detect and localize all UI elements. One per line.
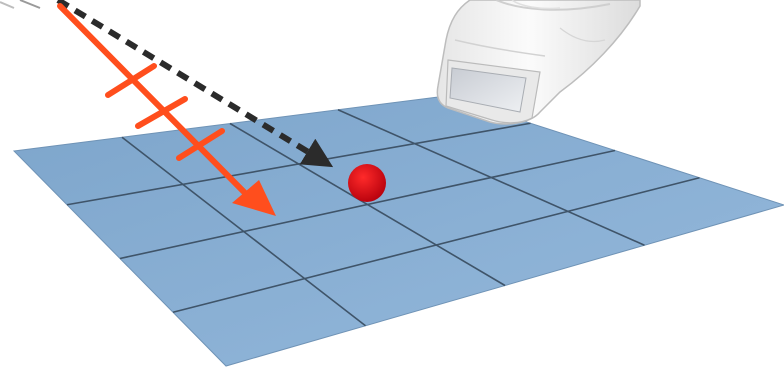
grid-line-col bbox=[229, 122, 506, 287]
grid-lines bbox=[66, 109, 700, 327]
orange-arrow-tick-2 bbox=[135, 96, 188, 129]
grid-plane bbox=[12, 95, 784, 367]
grid-line-col bbox=[121, 136, 366, 327]
dashed-arrow bbox=[56, 0, 334, 168]
orange-arrow bbox=[0, 0, 276, 216]
orange-arrow-tick-3 bbox=[176, 128, 225, 161]
ultrasound-probe bbox=[436, 0, 641, 125]
orange-arrow-shaft bbox=[57, 3, 251, 199]
grid-line-col bbox=[337, 109, 645, 246]
target-dot bbox=[348, 164, 386, 202]
orange-arrow-tick-1 bbox=[105, 63, 157, 98]
orange-arrow-head bbox=[232, 180, 276, 216]
